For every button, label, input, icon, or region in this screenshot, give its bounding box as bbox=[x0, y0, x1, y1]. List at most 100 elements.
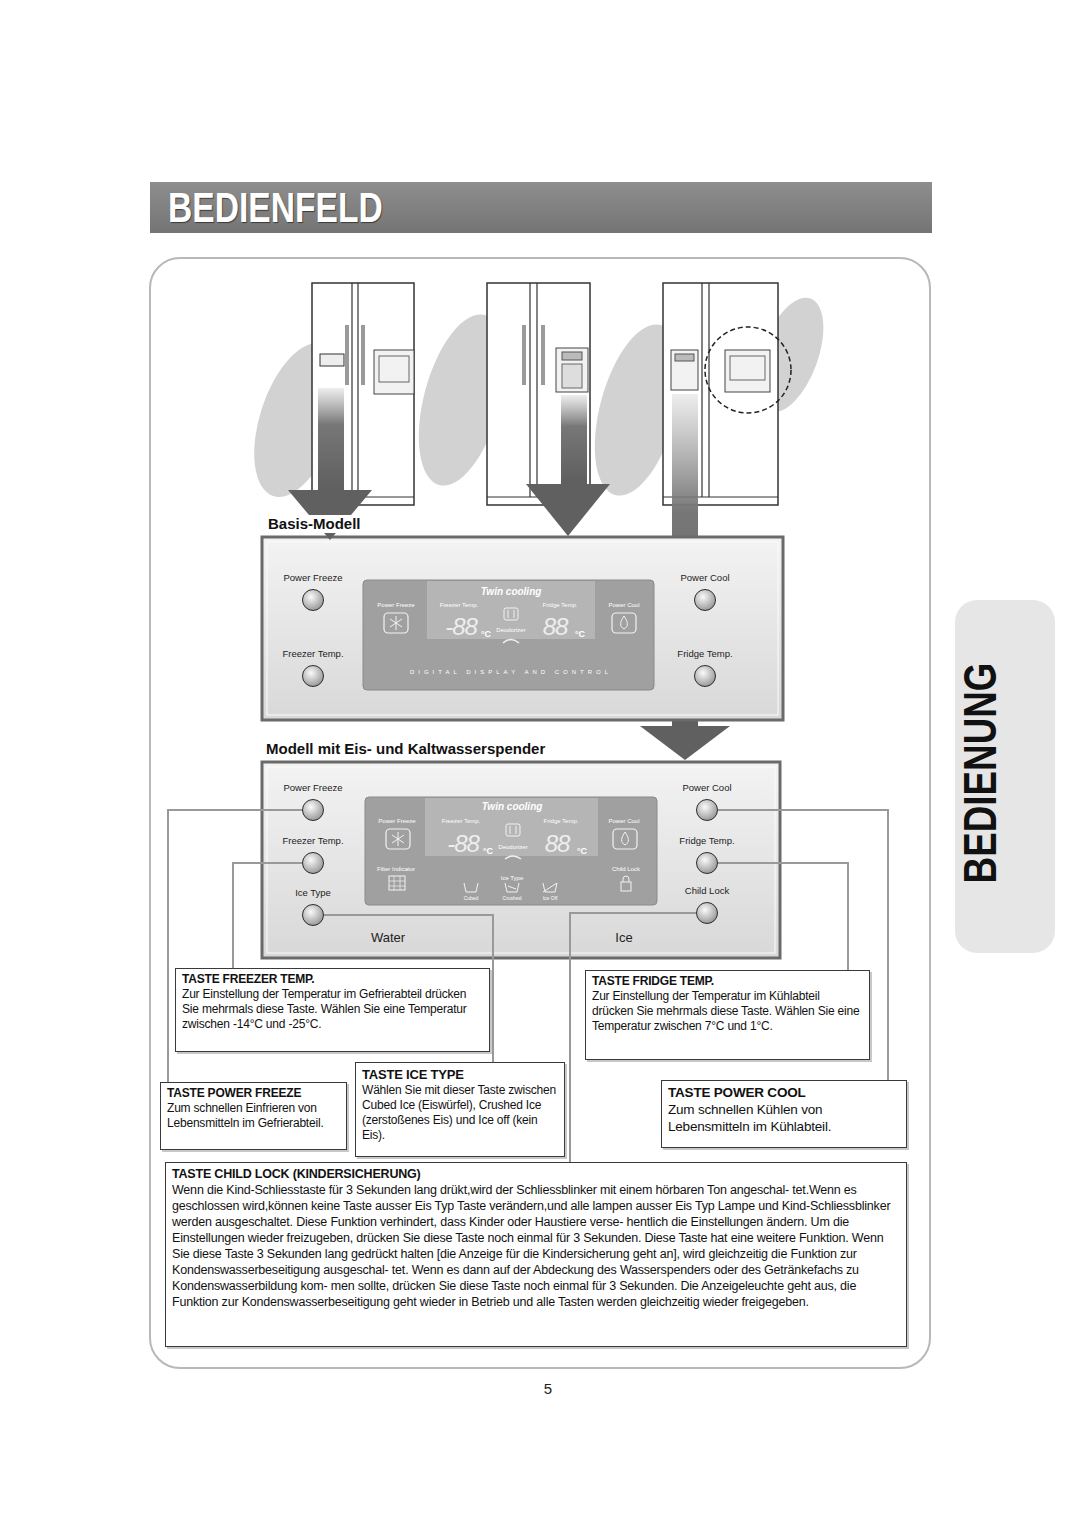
display-label: Power Freeze bbox=[378, 818, 415, 824]
display-label: DIGITAL DISPLAY AND CONTROL bbox=[410, 669, 612, 675]
filter-icon bbox=[389, 876, 405, 890]
digital-display: Twin coolingPower FreezeFreezer Temp.Fri… bbox=[363, 580, 654, 690]
display-label: Filter Indicator bbox=[377, 866, 415, 872]
display-label: Freezer Temp. bbox=[442, 818, 481, 824]
callout-heading: TASTE ICE TYPE bbox=[362, 1066, 558, 1083]
button-knob bbox=[302, 904, 324, 926]
deodorizer-icon bbox=[510, 826, 516, 834]
display-label: °C bbox=[483, 847, 493, 856]
freeze-icon bbox=[386, 829, 410, 849]
button-knob bbox=[696, 902, 718, 924]
panel-button: Ice Type bbox=[268, 887, 358, 927]
panel-button: Fridge Temp. bbox=[660, 648, 750, 688]
display-label: Deodorizer bbox=[496, 627, 525, 633]
fridge-handle bbox=[541, 325, 545, 385]
arrow-head bbox=[526, 484, 610, 536]
leader-stub bbox=[268, 862, 302, 864]
panel-inner-edge bbox=[267, 767, 775, 953]
dispenser-recess bbox=[562, 364, 582, 388]
panel-button: Freezer Temp. bbox=[268, 648, 358, 688]
display-zone bbox=[427, 581, 595, 639]
display-label: -88 bbox=[447, 832, 479, 856]
leader-stub bbox=[268, 809, 302, 811]
leader-stub bbox=[718, 862, 752, 864]
panel-button: Power Freeze bbox=[268, 782, 358, 822]
leader-stub bbox=[718, 809, 752, 811]
leader-stub bbox=[662, 912, 696, 914]
freeze-icon bbox=[392, 832, 404, 846]
fridge-handle bbox=[522, 325, 526, 385]
callout-body: Zum schnellen Einfrieren von Lebensmitte… bbox=[167, 1101, 340, 1131]
button-label: Power Cool bbox=[662, 782, 752, 794]
callout-box: TASTE POWER FREEZEZum schnellen Einfrier… bbox=[160, 1082, 347, 1150]
panel-button: Freezer Temp. bbox=[268, 835, 358, 875]
callout-body: Zum schnellen Kühlen von Lebensmitteln i… bbox=[668, 1101, 900, 1135]
display-screen bbox=[365, 797, 657, 905]
dispenser-display bbox=[562, 352, 582, 360]
display-label: °C bbox=[577, 847, 587, 856]
leader-line bbox=[233, 863, 268, 968]
fridge-door-lines bbox=[312, 283, 414, 497]
fridge-panel bbox=[725, 350, 770, 392]
display-label: Fridge Temp. bbox=[543, 602, 578, 608]
display-label: -88 bbox=[445, 615, 477, 639]
button-knob bbox=[694, 589, 716, 611]
callout-body: Zur Einstellung der Temperatur im Gefrie… bbox=[182, 987, 483, 1032]
callout-box: TASTE FRIDGE TEMP.Zur Einstellung der Te… bbox=[585, 970, 870, 1060]
display-label: Power Freeze bbox=[377, 602, 414, 608]
fridge-handle bbox=[345, 325, 349, 385]
button-label: Ice Type bbox=[268, 887, 358, 899]
control-panel: Modell mit Eis- und KaltwasserspenderTwi… bbox=[262, 762, 780, 958]
cool-icon bbox=[613, 829, 637, 849]
button-label: Child Lock bbox=[662, 885, 752, 897]
highlight-circle bbox=[705, 327, 791, 413]
logo-mark bbox=[505, 856, 521, 859]
panel-inner-edge bbox=[267, 542, 778, 715]
outer-frame bbox=[150, 258, 930, 1368]
button-label: Power Freeze bbox=[268, 782, 358, 794]
display-label: Power Cool bbox=[608, 602, 639, 608]
ice-icon bbox=[505, 883, 519, 892]
deodorizer-icon bbox=[508, 610, 514, 618]
display-label: Twin cooling bbox=[482, 802, 543, 812]
callout-heading: TASTE CHILD LOCK (KINDERSICHERUNG) bbox=[172, 1166, 900, 1182]
cool-icon bbox=[612, 613, 636, 633]
button-knob bbox=[302, 589, 324, 611]
display-label: Fridge Temp. bbox=[544, 818, 579, 824]
title-band: BEDIENFELD bbox=[150, 182, 932, 233]
section-tab-label: BEDIENUNG bbox=[957, 663, 1003, 884]
cool-icon bbox=[621, 616, 628, 629]
button-knob bbox=[302, 852, 324, 874]
panel-button: Child Lock bbox=[662, 885, 752, 925]
leader-stub bbox=[324, 914, 358, 916]
button-label: Fridge Temp. bbox=[662, 835, 752, 847]
button-knob bbox=[694, 665, 716, 687]
button-knob bbox=[696, 852, 718, 874]
dispenser bbox=[556, 348, 588, 392]
dispenser bbox=[671, 350, 698, 390]
fridge-door-lines bbox=[487, 283, 590, 497]
fridge-body bbox=[312, 283, 414, 505]
display-label: Power Cool bbox=[608, 818, 639, 824]
button-label: Freezer Temp. bbox=[268, 648, 358, 660]
arrow-head bbox=[640, 726, 730, 760]
panel-caption: Ice bbox=[615, 930, 632, 945]
button-knob bbox=[696, 799, 718, 821]
button-label: Power Cool bbox=[660, 572, 750, 584]
panel-button: Power Cool bbox=[662, 782, 752, 822]
display-label: °C bbox=[575, 630, 585, 639]
display-label: Ice Off bbox=[543, 896, 558, 901]
control-panel: Basis-ModellTwin coolingPower FreezeFree… bbox=[262, 537, 783, 720]
panel-heading: Modell mit Eis- und Kaltwasserspender bbox=[264, 740, 547, 758]
display-label: 88 bbox=[543, 615, 568, 639]
fridge-panel bbox=[730, 356, 765, 380]
fridge-panel bbox=[320, 354, 344, 366]
panel-housing bbox=[262, 537, 783, 720]
ice-icon bbox=[543, 883, 557, 892]
arrow-shaft bbox=[318, 388, 344, 492]
button-knob bbox=[302, 799, 324, 821]
dispenser-display bbox=[675, 354, 694, 361]
button-knob bbox=[302, 665, 324, 687]
callout-heading: TASTE FREEZER TEMP. bbox=[182, 972, 483, 987]
